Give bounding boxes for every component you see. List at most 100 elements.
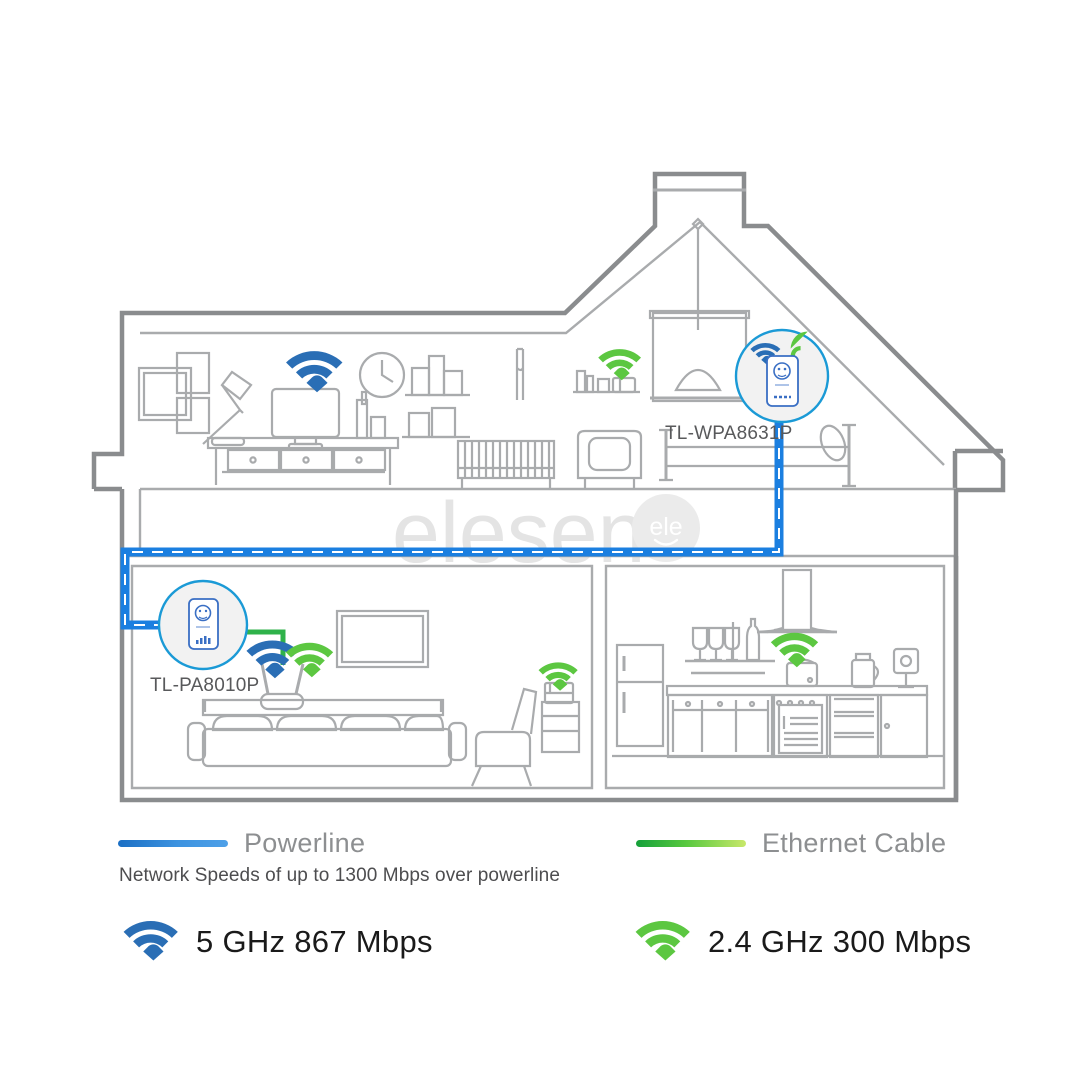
sofa-arm-right [447,721,468,762]
shelf-item-book2 [585,374,595,394]
wifi-signal-green-kitchen [770,632,819,668]
wall-tall-strip [515,347,525,400]
armchair-attic-legs [583,478,636,488]
device-bubble-wpa8631p[interactable] [734,328,830,424]
kettle-handle [873,665,880,681]
oven-dial-1 [775,699,783,707]
kitchen-knob-1 [684,700,692,708]
shelf-box-c [442,369,464,397]
living-armchair-legs [470,765,533,787]
watermark-badge-circle [632,494,700,562]
desk-lamp-shade [220,370,253,401]
router-body [259,692,305,711]
bed-headboard-caps [842,423,856,488]
device-label-wpa8631p: TL-WPA8631P [665,423,793,444]
living-armchair-body [474,730,532,768]
desk-pen [360,390,368,406]
kitchen-knob-2 [716,700,724,708]
device-bubble-pa8010p[interactable] [157,579,249,671]
kitchen-cabinets-left-seams [671,700,770,752]
legend-ethernet: Ethernet Cable [636,828,946,859]
desk-knob-1 [249,456,257,464]
attic-ceiling-line-right [699,221,945,466]
pendant-ceiling-mount [691,217,705,231]
wine-bottle [745,617,761,662]
wifi-signal-blue-router [246,640,299,679]
sofa-arm-left [186,721,207,762]
desk-top [206,436,400,450]
device-label-pa8010p: TL-PA8010P [150,675,260,696]
crib-legs [460,478,552,490]
legend-ethernet-label: Ethernet Cable [762,828,947,858]
range-hood-slopes [756,628,838,634]
sofa-cushion-4 [403,714,445,732]
router-antennas [260,663,305,695]
kitchen-tall-cabinet-knob [883,722,891,730]
oven-dial-2 [786,699,794,707]
scale-dial [899,654,913,668]
pa8010p-brand-icon [196,636,211,644]
wall-clock-hands [380,360,394,383]
bed-pillow [819,424,847,462]
desk-knob-3 [355,456,363,464]
sofa-back-edges [203,701,443,712]
armchair-attic-cushion [587,436,632,472]
wifi-signal-blue-office [286,351,343,393]
wifi-icon-green [635,921,690,961]
crib-bars [463,441,551,478]
wall-clock [358,351,406,399]
right-eave [952,448,1003,490]
toaster-knob [806,676,814,684]
television-frame [335,609,430,669]
oven-dial-4 [808,699,816,707]
legend-powerline: Powerline [118,828,365,859]
sofa-seat [201,727,453,768]
kitchen-box [604,564,946,790]
desk-lamp-arm [202,384,244,445]
printer-detail [545,683,573,695]
band-24ghz-row: 2.4 GHz 300 Mbps [632,918,971,966]
band-5ghz-text: 5 GHz 867 Mbps [196,924,433,959]
armchair-attic-body [576,429,643,480]
wifi-icon-blue [123,921,178,961]
television-screen [340,614,425,664]
ethernet-line-swatch [636,840,746,847]
wall-frame-small-bottom [175,396,211,435]
sofa-cushion-3 [339,714,402,732]
kitchen-drawers-right-lines [834,697,874,739]
desk-drawer-3 [332,448,387,472]
desk-drawer-1 [226,448,281,472]
shelf-box-d [407,411,431,439]
bed-frame-rails [666,445,849,468]
powerline-line-swatch [118,840,228,847]
oven-dial-3 [797,699,805,707]
bed-footboard-caps [659,428,673,482]
shelf-item-box [596,377,611,394]
sofa-cushion-1 [211,714,274,732]
kitchen-knob-3 [748,700,756,708]
wifi-signal-green-attic [598,349,642,381]
powerline-cable [120,404,784,630]
desk-drawer-2 [279,448,334,472]
wifi-signal-green-router [285,642,334,678]
living-armchair-backrest [510,687,538,735]
watermark-badge-text: ele [649,513,682,541]
desk-legs [214,448,392,485]
band-24ghz-text: 2.4 GHz 300 Mbps [708,924,972,959]
legend-powerline-label: Powerline [244,828,366,858]
shelf-item-book1 [575,369,587,394]
band-5ghz-row: 5 GHz 867 Mbps [120,918,433,966]
refrigerator-body [615,643,665,748]
wifi-signal-green-printer [538,662,578,691]
wall-tall-strip-detail [516,367,524,372]
house-outer-shell [91,171,1006,493]
watermark-smile-icon [653,538,679,546]
wall-poster-rail-top [648,309,751,320]
